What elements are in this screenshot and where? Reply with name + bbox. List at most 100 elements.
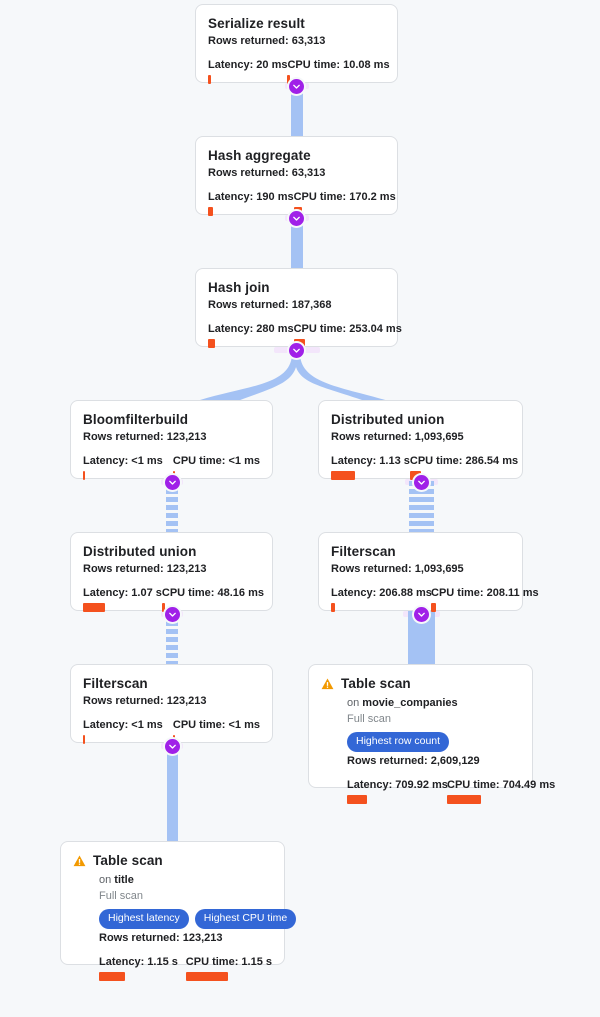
node-title: Bloomfilterbuild	[83, 412, 189, 427]
chevron-down-icon	[293, 348, 300, 353]
badge-list: Highest row count	[347, 732, 520, 752]
cpu-bar	[287, 75, 291, 84]
latency-metric: Latency: 20 ms	[208, 58, 287, 84]
plan-node-table-scan-movie-companies[interactable]: Table scan on movie_companies Full scan …	[308, 664, 555, 804]
plan-node-distributed-union-left[interactable]: Distributed union Rows returned: 123,213…	[70, 532, 273, 612]
node-header: Table scan	[321, 675, 520, 695]
collapse-toggle-hash-aggregate[interactable]	[289, 211, 304, 226]
table-name: title	[114, 874, 134, 886]
plan-node-bloomfilterbuild[interactable]: Bloomfilterbuild Rows returned: 123,213 …	[70, 400, 273, 480]
cpu-metric: CPU time: 286.54 ms	[409, 454, 518, 480]
chevron-down-icon	[169, 744, 176, 749]
scan-type: Full scan	[99, 890, 144, 902]
latency-label: Latency: 190 ms	[208, 191, 294, 203]
cpu-label: CPU time: 208.11 ms	[431, 587, 539, 599]
plan-node-hash-aggregate[interactable]: Hash aggregate Rows returned: 63,313 Lat…	[195, 136, 398, 216]
node-title: Table scan	[93, 853, 163, 868]
chevron-down-icon	[418, 612, 425, 617]
plan-node-filterscan-right[interactable]: Filterscan Rows returned: 1,093,695 Late…	[318, 532, 539, 612]
plan-node-filterscan-left[interactable]: Filterscan Rows returned: 123,213 Latenc…	[70, 664, 273, 744]
node-metrics: Latency: 1.13 s CPU time: 286.54 ms	[331, 454, 518, 480]
latency-bar	[83, 735, 85, 744]
node-header: Filterscan	[83, 675, 260, 692]
node-header: Filterscan	[331, 543, 510, 560]
node-header-text: Table scan	[341, 675, 411, 692]
plan-node-distributed-union-right[interactable]: Distributed union Rows returned: 1,093,6…	[318, 400, 523, 480]
node-header: Serialize result	[208, 15, 385, 32]
latency-bar	[331, 471, 355, 480]
node-metrics: Latency: 280 ms CPU time: 253.04 ms	[208, 322, 402, 348]
latency-label: Latency: 1.15 s	[99, 955, 178, 968]
node-header: Table scan	[73, 852, 272, 872]
cpu-metric: CPU time: <1 ms	[172, 454, 260, 480]
rows-returned: Rows returned: 1,093,695	[331, 563, 464, 575]
collapse-toggle-bloomfilterbuild[interactable]	[165, 475, 180, 490]
cpu-metric: CPU time: <1 ms	[172, 718, 260, 744]
chevron-down-icon	[169, 480, 176, 485]
node-title: Distributed union	[331, 412, 445, 427]
latency-metric: Latency: 1.15 s	[99, 955, 186, 981]
cpu-metric: CPU time: 253.04 ms	[293, 322, 402, 348]
rows-returned: Rows returned: 63,313	[208, 35, 326, 47]
latency-label: Latency: 709.92 ms	[347, 778, 448, 791]
latency-label: Latency: 20 ms	[208, 59, 288, 71]
latency-label: Latency: <1 ms	[83, 719, 163, 731]
on-prefix: on	[347, 697, 363, 709]
latency-bar	[208, 207, 213, 216]
collapse-toggle-hash-join[interactable]	[289, 343, 304, 358]
node-metrics: Latency: <1 ms CPU time: <1 ms	[83, 718, 260, 744]
node-metrics: Latency: 1.15 s CPU time: 1.15 s	[99, 955, 272, 981]
cpu-metric: CPU time: 1.15 s	[185, 955, 272, 981]
warning-triangle-icon	[73, 854, 86, 872]
status-badge-highest-cpu-time[interactable]: Highest CPU time	[194, 909, 297, 929]
chevron-down-icon	[169, 612, 176, 617]
status-badge-highest-latency[interactable]: Highest latency	[99, 909, 189, 929]
latency-metric: Latency: 206.88 ms	[331, 586, 432, 612]
cpu-metric: CPU time: 170.2 ms	[293, 190, 396, 216]
chevron-down-icon	[293, 84, 300, 89]
node-title: Table scan	[341, 676, 411, 691]
collapse-toggle-filterscan-right[interactable]	[414, 607, 429, 622]
latency-label: Latency: <1 ms	[83, 455, 163, 467]
rows-returned: Rows returned: 1,093,695	[331, 431, 464, 443]
plan-node-table-scan-title[interactable]: Table scan on title Full scan Highest la…	[60, 841, 297, 981]
node-title: Serialize result	[208, 16, 305, 31]
collapse-toggle-distributed-union-left[interactable]	[165, 607, 180, 622]
node-title: Filterscan	[331, 544, 396, 559]
on-prefix: on	[99, 874, 115, 886]
rows-returned: Rows returned: 63,313	[208, 167, 326, 179]
table-name: movie_companies	[362, 697, 458, 709]
collapse-toggle-filterscan-left[interactable]	[165, 739, 180, 754]
collapse-toggle-serialize-result[interactable]	[289, 79, 304, 94]
latency-bar	[331, 603, 335, 612]
cpu-label: CPU time: 704.49 ms	[447, 778, 556, 791]
node-body: on movie_companies Full scan Highest row…	[321, 696, 555, 804]
cpu-bar	[447, 794, 481, 804]
node-title: Hash join	[208, 280, 270, 295]
node-metrics: Latency: 709.92 ms CPU time: 704.49 ms	[347, 778, 555, 804]
chevron-down-icon	[418, 480, 425, 485]
cpu-label: CPU time: 48.16 ms	[161, 587, 264, 599]
node-metrics: Latency: 1.07 s CPU time: 48.16 ms	[83, 586, 264, 612]
plan-node-hash-join[interactable]: Hash join Rows returned: 187,368 Latency…	[195, 268, 402, 348]
edge-serialize-to-hashaggregate	[291, 83, 303, 137]
latency-metric: Latency: 709.92 ms	[347, 778, 448, 804]
latency-label: Latency: 206.88 ms	[331, 587, 432, 599]
plan-node-serialize-result[interactable]: Serialize result Rows returned: 63,313 L…	[195, 4, 398, 84]
cpu-label: CPU time: 253.04 ms	[293, 323, 402, 335]
status-badge[interactable]: Highest row count	[347, 732, 450, 752]
latency-bar	[208, 339, 215, 348]
cpu-bar	[161, 603, 165, 612]
node-header-text: Table scan	[93, 852, 163, 869]
scan-type: Full scan	[347, 713, 392, 725]
node-header: Bloomfilterbuild	[83, 411, 260, 428]
latency-metric: Latency: <1 ms	[83, 454, 173, 480]
cpu-metric: CPU time: 704.49 ms	[447, 778, 555, 804]
collapse-toggle-distributed-union-right[interactable]	[414, 475, 429, 490]
cpu-label: CPU time: 10.08 ms	[287, 59, 390, 71]
latency-bar	[347, 794, 367, 804]
cpu-label: CPU time: <1 ms	[172, 455, 260, 467]
rows-returned: Rows returned: 187,368	[208, 299, 332, 311]
latency-bar	[99, 971, 125, 981]
